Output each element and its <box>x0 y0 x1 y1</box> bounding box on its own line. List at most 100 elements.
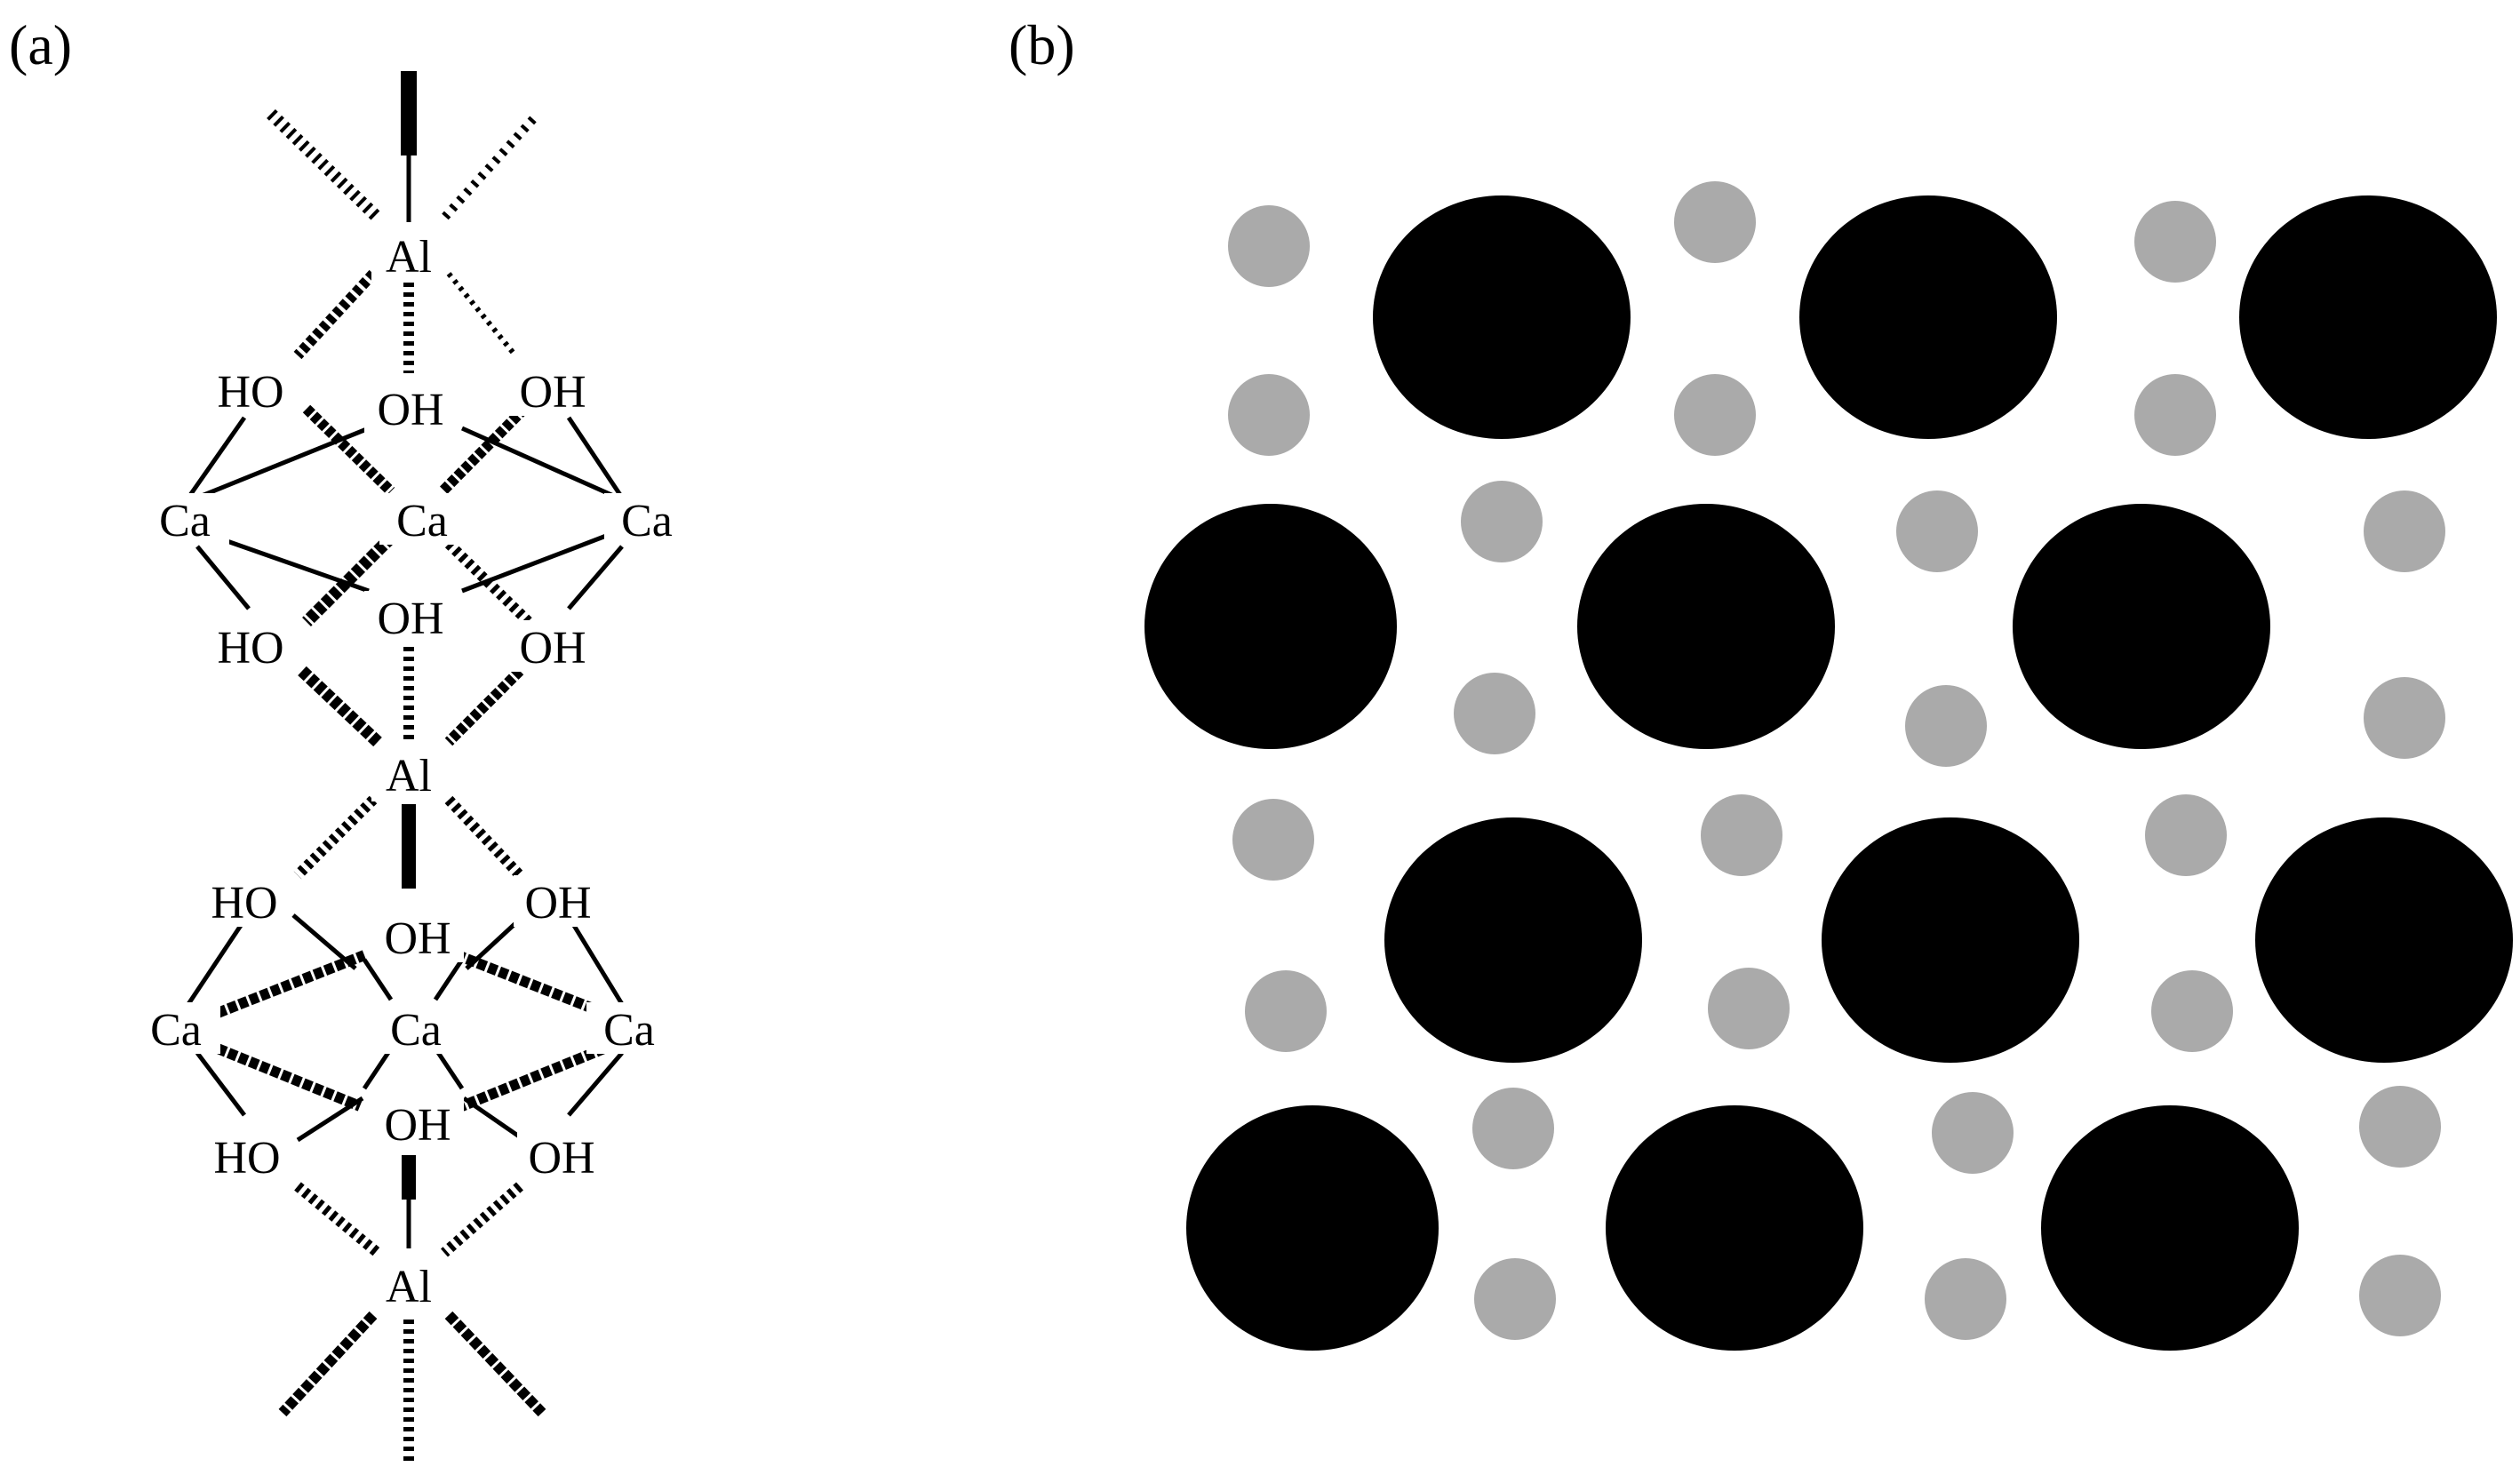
small-sphere <box>2364 677 2445 759</box>
small-sphere <box>1674 181 1756 263</box>
large-sphere <box>2255 817 2513 1063</box>
bond-line <box>433 1047 465 1090</box>
small-sphere <box>1245 970 1327 1052</box>
small-sphere <box>1461 481 1543 562</box>
large-sphere <box>2239 195 2497 439</box>
bond-line <box>296 1096 364 1143</box>
atom-ca: Ca <box>135 1002 220 1056</box>
bond-line <box>460 426 619 500</box>
small-sphere <box>1232 799 1314 881</box>
small-sphere <box>1708 968 1790 1049</box>
bond-wedge <box>455 950 607 1018</box>
atom-oh: OH <box>364 382 457 435</box>
svg-text:Ca: Ca <box>621 496 673 546</box>
small-sphere <box>2359 1086 2441 1168</box>
atom-ho: HO <box>200 875 289 929</box>
bond-hash <box>293 795 378 880</box>
bond-line <box>566 416 625 499</box>
atom-oh: OH <box>514 875 604 929</box>
small-sphere <box>1454 673 1535 754</box>
svg-text:Ca: Ca <box>159 496 211 546</box>
small-sphere <box>2134 201 2216 283</box>
bond-hash <box>444 795 524 880</box>
bond-line <box>196 426 370 500</box>
atoms: Al HO OH OH Ca Ca <box>135 227 691 1312</box>
large-sphere <box>1606 1105 1863 1351</box>
atom-ho: HO <box>206 620 295 674</box>
bond-line <box>462 1096 526 1143</box>
bond-line <box>362 958 394 1001</box>
bond-hash <box>294 1182 381 1257</box>
bond-line <box>567 545 624 610</box>
svg-text:OH: OH <box>519 623 586 674</box>
large-sphere <box>1373 195 1631 439</box>
atom-ho: HO <box>206 364 295 418</box>
small-sphere <box>2364 490 2445 572</box>
panel-a-label: (a) <box>9 13 72 76</box>
bond-line <box>291 913 357 970</box>
atom-oh: OH <box>508 364 599 418</box>
small-sphere <box>1674 374 1756 456</box>
small-sphere <box>2151 970 2233 1052</box>
svg-text:OH: OH <box>524 878 591 929</box>
bond-wedge <box>293 269 378 360</box>
svg-text:Ca: Ca <box>603 1005 655 1056</box>
small-sphere <box>2134 374 2216 456</box>
svg-text:OH: OH <box>384 913 451 964</box>
svg-text:OH: OH <box>384 1100 451 1151</box>
small-sphere <box>1701 794 1782 876</box>
bond-wedge <box>444 1311 546 1417</box>
small-spheres <box>1228 181 2445 1340</box>
bond-line <box>195 545 251 610</box>
bond-line <box>195 1051 246 1117</box>
large-sphere <box>1186 1105 1439 1351</box>
bond-wedge <box>215 1043 363 1112</box>
small-sphere <box>1932 1092 2014 1174</box>
atom-ca: Ca <box>604 493 691 546</box>
small-sphere <box>1472 1088 1554 1169</box>
bonds <box>186 71 625 1466</box>
bond-line <box>567 1051 624 1117</box>
atom-oh: OH <box>364 591 457 644</box>
bond-wedge <box>444 666 524 746</box>
bond-line <box>362 1047 394 1090</box>
atom-ca: Ca <box>379 493 467 546</box>
bond-wedge <box>278 1311 378 1417</box>
svg-text:Al: Al <box>386 1262 432 1312</box>
atom-al-top: Al <box>371 227 446 283</box>
svg-text:OH: OH <box>519 367 586 418</box>
small-sphere <box>1905 685 1987 767</box>
bond-wedge <box>215 950 367 1018</box>
panel-b-packing: (b) <box>1009 13 2513 1351</box>
small-sphere <box>2145 794 2227 876</box>
large-sphere <box>1577 504 1835 749</box>
small-sphere <box>1925 1258 2006 1340</box>
large-sphere <box>1144 504 1397 749</box>
atom-oh: OH <box>517 1130 608 1184</box>
svg-text:Ca: Ca <box>390 1005 442 1056</box>
panel-b-label: (b) <box>1009 13 1075 76</box>
svg-text:OH: OH <box>377 385 443 435</box>
atom-oh: OH <box>371 911 464 964</box>
svg-text:HO: HO <box>211 878 277 929</box>
bond-wedge <box>302 404 395 496</box>
small-sphere <box>1474 1258 1556 1340</box>
small-sphere <box>1896 490 1978 572</box>
bond-wedge <box>302 533 395 626</box>
atom-ca: Ca <box>373 1002 459 1056</box>
large-sphere <box>1384 817 1642 1063</box>
large-sphere <box>2041 1105 2299 1351</box>
large-spheres <box>1144 195 2513 1351</box>
atom-ho: HO <box>203 1130 291 1184</box>
bond-line <box>433 958 465 1001</box>
large-sphere <box>2013 504 2270 749</box>
bond-line <box>186 922 244 1006</box>
atom-oh: OH <box>508 620 599 674</box>
atom-oh: OH <box>371 1097 464 1151</box>
bond-hash <box>267 108 382 223</box>
panel-a-structure: (a) <box>9 13 691 1466</box>
svg-text:Ca: Ca <box>396 496 448 546</box>
svg-text:OH: OH <box>528 1133 594 1184</box>
svg-text:Al: Al <box>386 232 432 283</box>
bond-hash <box>446 272 518 357</box>
